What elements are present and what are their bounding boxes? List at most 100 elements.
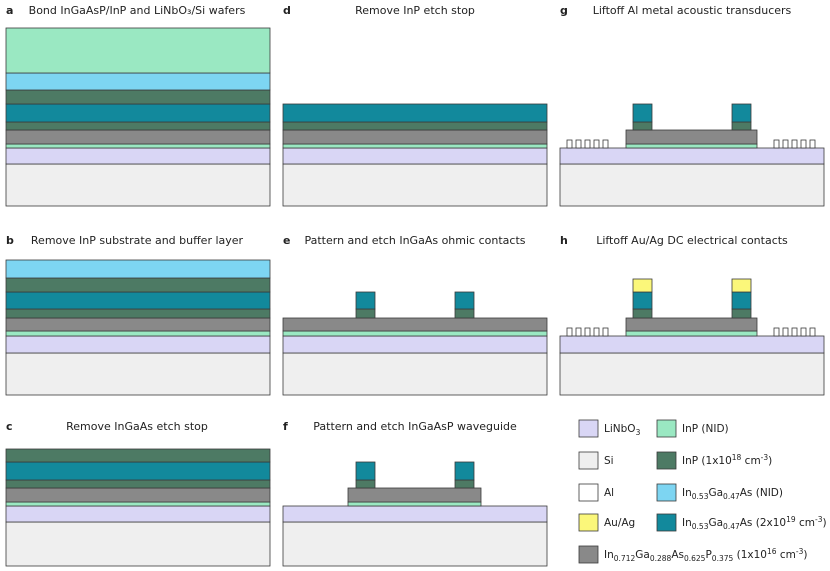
al-finger bbox=[584, 139, 591, 149]
al-transducer-left bbox=[566, 139, 609, 149]
panel-g-title: Liftoff Al metal acoustic transducers bbox=[593, 4, 792, 17]
auag-pad-left bbox=[632, 278, 653, 293]
panel-c-title: Remove InGaAs etch stop bbox=[66, 420, 208, 433]
legend-swatch-auag bbox=[578, 513, 599, 532]
ingaas-doped-layer bbox=[5, 103, 271, 123]
inp-nid-waveguide bbox=[625, 330, 758, 337]
legend-label-ingaas-doped: In0.53Ga0.47As (2x1019 cm-3) bbox=[682, 515, 827, 531]
si-substrate bbox=[5, 163, 271, 207]
ingaas-doped-contact-left bbox=[632, 103, 653, 123]
legend-label-linbo3: LiNbO3 bbox=[604, 423, 641, 437]
al-finger bbox=[773, 327, 780, 337]
legend-label-al: Al bbox=[604, 487, 614, 499]
al-finger bbox=[593, 327, 600, 337]
legend: LiNbO3 Si Al Au/Ag InP (NID) InP (1x1018… bbox=[578, 419, 827, 564]
inp-nid-layer bbox=[5, 501, 271, 507]
linbo3-layer bbox=[282, 335, 548, 354]
inp-nid-waveguide bbox=[347, 501, 482, 507]
inp-nid-layer bbox=[282, 330, 548, 337]
al-transducer-right bbox=[773, 327, 816, 337]
ingaas-doped-contact-left bbox=[355, 461, 376, 481]
panel-h-label: h bbox=[560, 234, 568, 247]
ingaas-nid-etch-stop-layer bbox=[5, 259, 271, 279]
linbo3-layer bbox=[559, 335, 825, 354]
inp-nid-layer bbox=[5, 143, 271, 149]
al-finger bbox=[566, 139, 573, 149]
al-finger bbox=[809, 327, 816, 337]
si-substrate bbox=[559, 352, 825, 396]
panel-e-title: Pattern and etch InGaAs ohmic contacts bbox=[304, 234, 525, 247]
legend-swatch-ingaas-nid bbox=[656, 483, 677, 502]
ingaasp-layer bbox=[5, 317, 271, 332]
al-finger bbox=[593, 139, 600, 149]
inp-doped-contact-right bbox=[454, 479, 475, 489]
legend-swatch-ingaas-doped bbox=[656, 513, 677, 532]
linbo3-layer bbox=[282, 505, 548, 523]
panel-e: e Pattern and etch InGaAs ohmic contacts bbox=[282, 234, 548, 396]
ingaasp-layer bbox=[282, 317, 548, 332]
legend-swatch-inp-doped bbox=[656, 451, 677, 470]
inp-doped-contact-left bbox=[355, 308, 376, 319]
si-substrate bbox=[282, 521, 548, 567]
panel-f-title: Pattern and etch InGaAsP waveguide bbox=[313, 420, 517, 433]
panel-b-title: Remove InP substrate and buffer layer bbox=[31, 234, 244, 247]
inp-doped-etch-stop-layer bbox=[5, 448, 271, 463]
panel-d-label: d bbox=[283, 4, 291, 17]
legend-label-ingaasp: In0.712Ga0.288As0.625P0.375 (1x1016 cm-3… bbox=[604, 547, 807, 563]
ingaasp-waveguide bbox=[625, 129, 758, 145]
ingaasp-layer bbox=[5, 487, 271, 503]
ingaas-nid-etch-stop-layer bbox=[5, 72, 271, 91]
panel-g: g Liftoff Al metal acoustic transducers bbox=[559, 4, 825, 207]
linbo3-layer bbox=[559, 147, 825, 165]
al-finger bbox=[782, 139, 789, 149]
legend-label-ingaas-nid: In0.53Ga0.47As (NID) bbox=[682, 487, 783, 501]
si-substrate bbox=[282, 163, 548, 207]
al-finger bbox=[602, 327, 609, 337]
panel-a-label: a bbox=[6, 4, 13, 17]
inp-doped-contact-left bbox=[355, 479, 376, 489]
panel-b: b Remove InP substrate and buffer layer bbox=[5, 234, 271, 396]
linbo3-layer bbox=[5, 505, 271, 523]
legend-label-auag: Au/Ag bbox=[604, 517, 635, 529]
al-finger bbox=[791, 327, 798, 337]
si-substrate bbox=[5, 352, 271, 396]
panel-a-title: Bond InGaAsP/InP and LiNbO₃/Si wafers bbox=[29, 4, 246, 17]
inp-doped-contact-left bbox=[632, 308, 653, 319]
inp-nid-layer bbox=[5, 330, 271, 337]
legend-label-inp-nid: InP (NID) bbox=[682, 423, 729, 435]
legend-swatch-al bbox=[578, 483, 599, 502]
al-finger bbox=[791, 139, 798, 149]
inp-nid-layer bbox=[282, 143, 548, 149]
panel-f: f Pattern and etch InGaAsP waveguide bbox=[282, 420, 548, 567]
legend-label-inp-doped: InP (1x1018 cm-3) bbox=[682, 453, 772, 467]
si-substrate bbox=[282, 352, 548, 396]
linbo3-layer bbox=[5, 335, 271, 354]
al-finger bbox=[575, 327, 582, 337]
linbo3-layer bbox=[282, 147, 548, 165]
al-transducer-left bbox=[566, 327, 609, 337]
ingaas-doped-layer bbox=[5, 461, 271, 481]
al-finger bbox=[566, 327, 573, 337]
inp-doped-layer bbox=[5, 479, 271, 489]
linbo3-layer bbox=[5, 147, 271, 165]
panel-c: c Remove InGaAs etch stop bbox=[5, 420, 271, 567]
panel-h-title: Liftoff Au/Ag DC electrical contacts bbox=[596, 234, 788, 247]
ingaasp-waveguide bbox=[347, 487, 482, 503]
panel-d: d Remove InP etch stop bbox=[282, 4, 548, 207]
ingaas-doped-contact-left bbox=[632, 291, 653, 310]
legend-label-si: Si bbox=[604, 455, 614, 467]
al-finger bbox=[782, 327, 789, 337]
inp-doped-contact-right bbox=[454, 308, 475, 319]
inp-doped-contact-right bbox=[731, 308, 752, 319]
inp-nid-waveguide bbox=[625, 143, 758, 149]
al-finger bbox=[575, 139, 582, 149]
panel-a: a Bond InGaAsP/InP and LiNbO₃/Si wafers bbox=[5, 4, 271, 207]
ingaas-doped-contact-right bbox=[454, 461, 475, 481]
al-transducer-right bbox=[773, 139, 816, 149]
panel-b-label: b bbox=[6, 234, 14, 247]
inp-doped-layer bbox=[5, 308, 271, 319]
panel-d-title: Remove InP etch stop bbox=[355, 4, 475, 17]
inp-doped-contact-right bbox=[731, 121, 752, 131]
si-substrate bbox=[559, 163, 825, 207]
